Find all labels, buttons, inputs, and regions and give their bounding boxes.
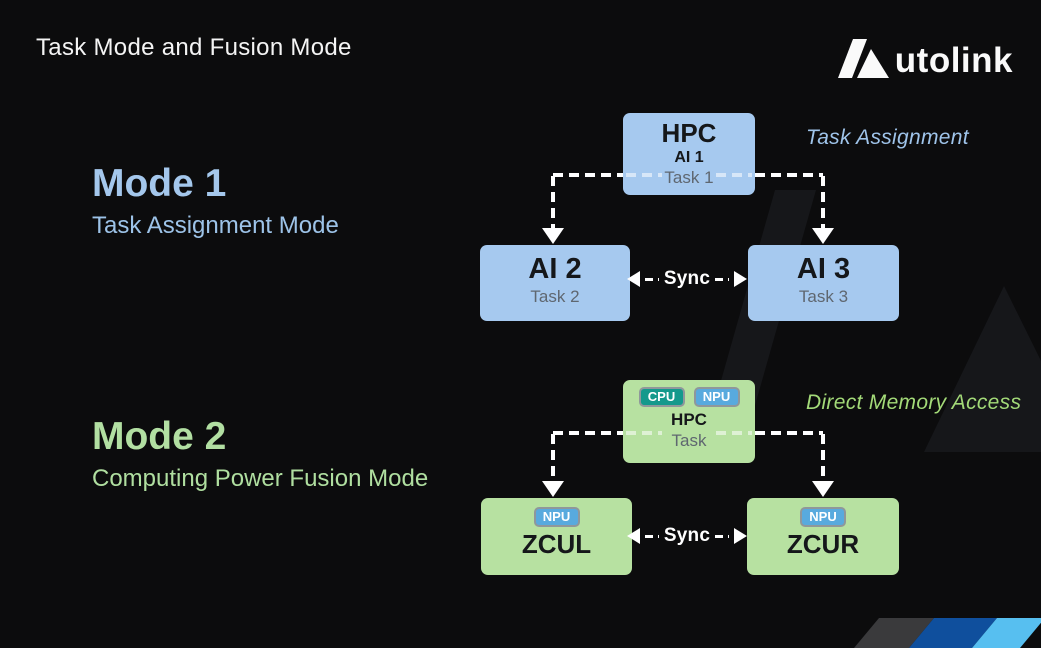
- sync-dash-left: [645, 277, 659, 281]
- mode2-zcul-title: ZCUL: [521, 529, 592, 559]
- mode1-hpc-ai-label: AI 1: [674, 148, 704, 166]
- mode2-heading-block: Mode 2 Computing Power Fusion Mode: [92, 415, 429, 493]
- mode1-dash-line-down-right: [821, 176, 825, 229]
- mode2-dash-line-left: [553, 431, 623, 435]
- autolink-mark-icon: [837, 39, 889, 78]
- npu-badge: NPU: [533, 507, 580, 527]
- npu-badge: NPU: [800, 507, 846, 527]
- arrow-left-icon: [627, 271, 640, 287]
- footer-decoration: [854, 618, 1041, 648]
- autolink-logo: utolink: [836, 36, 1013, 78]
- mode2-hpc-title: HPC: [671, 410, 707, 429]
- mode2-hpc-task-label: Task: [671, 431, 707, 451]
- arrow-down-icon: [812, 481, 834, 497]
- cpu-badge: CPU: [638, 387, 685, 407]
- autolink-logo-text: utolink: [894, 41, 1013, 80]
- sync-dash-right: [715, 534, 729, 538]
- mode1-sync-connector: Sync: [627, 265, 747, 293]
- mode1-ai2-task-label: Task 2: [530, 287, 580, 307]
- mode1-heading-block: Mode 1 Task Assignment Mode: [92, 162, 339, 240]
- mode1-subtitle: Task Assignment Mode: [92, 211, 339, 239]
- mode2-dash-line-right: [755, 431, 823, 435]
- mode2-annotation: Direct Memory Access: [806, 391, 1022, 414]
- mode1-annotation: Task Assignment: [806, 126, 969, 149]
- mode1-hpc-box: HPC AI 1 Task 1: [623, 113, 755, 195]
- mode2-sync-label: Sync: [663, 525, 711, 546]
- mode2-dash-line-down-left: [551, 434, 555, 481]
- arrow-right-icon: [734, 271, 747, 287]
- arrow-left-icon: [627, 528, 640, 544]
- npu-badge: NPU: [693, 387, 740, 407]
- arrow-down-icon: [812, 228, 834, 244]
- mode2-zcur-title: ZCUR: [786, 529, 860, 559]
- arrow-down-icon: [542, 228, 564, 244]
- mode1-hpc-task-label: Task 1: [664, 167, 714, 187]
- mode1-dash-line-down-left: [551, 176, 555, 229]
- mode1-sync-label: Sync: [663, 268, 711, 289]
- sync-dash-left: [645, 534, 659, 538]
- arrow-right-icon: [734, 528, 747, 544]
- mode2-dash-over-box-left: [626, 431, 662, 435]
- mode2-zcur-box: NPU ZCUR: [747, 498, 899, 575]
- sync-dash-right: [715, 277, 729, 281]
- mode1-ai3-title: AI 3: [796, 253, 851, 285]
- mode2-hpc-badges: CPU NPU: [638, 387, 740, 407]
- mode1-ai3-box: AI 3 Task 3: [748, 245, 899, 321]
- mode2-dash-over-box-right: [716, 431, 752, 435]
- mode2-sync-connector: Sync: [627, 522, 747, 550]
- mode1-dash-over-box-right: [716, 173, 752, 177]
- mode1-ai2-box: AI 2 Task 2: [480, 245, 630, 321]
- mode2-hpc-box: CPU NPU HPC Task: [623, 380, 755, 463]
- mode2-heading: Mode 2: [92, 415, 227, 458]
- mode1-ai3-task-label: Task 3: [798, 287, 849, 307]
- page-title: Task Mode and Fusion Mode: [36, 34, 352, 61]
- mode1-ai2-title: AI 2: [528, 253, 582, 285]
- mode1-dash-line-left: [553, 173, 623, 177]
- mode1-hpc-title: HPC: [661, 118, 717, 148]
- mode2-subtitle: Computing Power Fusion Mode: [92, 464, 429, 492]
- mode1-dash-line-right: [755, 173, 823, 177]
- mode2-dash-line-down-right: [821, 434, 825, 481]
- mode1-heading: Mode 1: [92, 162, 227, 205]
- arrow-down-icon: [542, 481, 564, 497]
- mode1-dash-over-box-left: [626, 173, 662, 177]
- mode2-zcul-box: NPU ZCUL: [481, 498, 632, 575]
